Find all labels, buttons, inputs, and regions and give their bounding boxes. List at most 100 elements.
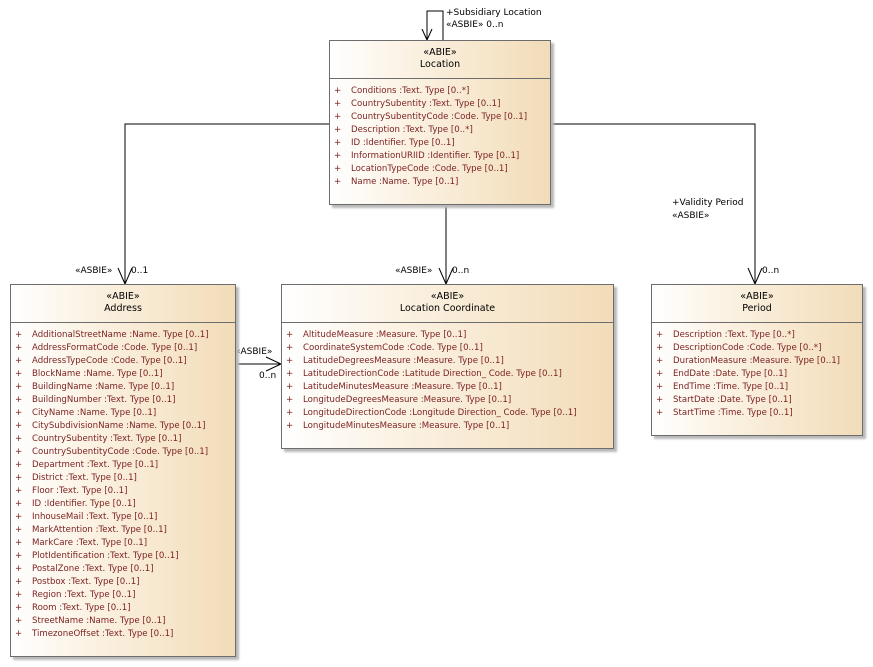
attribute-text: Postbox :Text. Type [0..1]: [32, 577, 140, 587]
class-attribute[interactable]: + LongitudeMinutesMeasure :Measure. Type …: [286, 420, 613, 433]
self-association-line[interactable]: [426, 10, 444, 40]
class-attribute[interactable]: +EndDate :Date. Type [0..1]: [656, 368, 862, 381]
visibility-marker: +: [286, 395, 294, 405]
class-attribute[interactable]: + CountrySubentity :Text. Type [0..1]: [334, 98, 550, 111]
class-location[interactable]: «ABIE» Location +Conditions :Text. Type …: [329, 40, 551, 205]
attribute-text: InformationURIID :Identifier. Type [0..1…: [351, 151, 520, 161]
class-attribute[interactable]: +LongitudeDegreesMeasure :Measure. Type …: [286, 394, 613, 407]
class-attribute[interactable]: +InhouseMail :Text. Type [0..1]: [15, 511, 235, 524]
class-attribute[interactable]: + MarkAttention :Text. Type [0..1]: [15, 524, 235, 537]
visibility-marker: +: [286, 356, 294, 366]
class-attribute[interactable]: +LatitudeDirectionCode :Latitude Directi…: [286, 368, 613, 381]
class-attribute[interactable]: +Name :Name. Type [0..1]: [334, 176, 550, 189]
class-attribute[interactable]: +AddressTypeCode :Code. Type [0..1]: [15, 355, 235, 368]
class-attribute[interactable]: +BlockName :Name. Type [0..1]: [15, 368, 235, 381]
attribute-text: LongitudeDirectionCode :Longitude Direct…: [303, 408, 577, 418]
class-attribute[interactable]: +DurationMeasure :Measure. Type [0..1]: [656, 355, 862, 368]
class-location-name: Location: [419, 59, 461, 70]
visibility-marker: +: [15, 564, 23, 574]
coordinate-association-multiplicity-label: 0..n: [452, 266, 470, 276]
class-address-attributes: +AdditionalStreetName :Name. Type [0..1]…: [11, 323, 235, 641]
attribute-text: AddressFormatCode :Code. Type [0..1]: [32, 343, 198, 353]
attribute-text: BuildingNumber :Text. Type [0..1]: [32, 395, 176, 405]
address-coordinate-multiplicity-label: 0..n: [259, 371, 277, 381]
class-attribute[interactable]: +LatitudeMinutesMeasure :Measure. Type […: [286, 381, 613, 394]
class-attribute[interactable]: +District :Text. Type [0..1]: [15, 472, 235, 485]
class-location-coordinate-header: «ABIE» Location Coordinate: [282, 285, 613, 323]
attribute-text: DescriptionCode :Code. Type [0..*]: [673, 343, 822, 353]
class-attribute[interactable]: +InformationURIID :Identifier. Type [0..…: [334, 150, 550, 163]
visibility-marker: +: [15, 421, 23, 431]
class-attribute[interactable]: + Room :Text. Type [0..1]: [15, 602, 235, 615]
class-attribute[interactable]: +CitySubdivisionName :Name. Type [0..1]: [15, 420, 235, 433]
class-attribute[interactable]: +EndTime :Time. Type [0..1]: [656, 381, 862, 394]
class-attribute[interactable]: +LocationTypeCode :Code. Type [0..1]: [334, 163, 550, 176]
class-attribute[interactable]: +BuildingName :Name. Type [0..1]: [15, 381, 235, 394]
class-attribute[interactable]: +Description :Text. Type [0..*]: [656, 329, 862, 342]
visibility-marker: +: [15, 551, 23, 561]
location-period-line[interactable]: [551, 123, 756, 284]
class-address-header: «ABIE» Address: [11, 285, 235, 323]
class-attribute[interactable]: +Conditions :Text. Type [0..*]: [334, 85, 550, 98]
visibility-marker: +: [15, 577, 23, 587]
class-location-header: «ABIE» Location: [330, 41, 550, 79]
class-attribute[interactable]: +Region :Text. Type [0..1]: [15, 589, 235, 602]
attribute-text: MarkAttention :Text. Type [0..1]: [32, 525, 167, 535]
class-attribute[interactable]: +AltitudeMeasure :Measure. Type [0..1]: [286, 329, 613, 342]
attribute-text: LatitudeMinutesMeasure :Measure. Type [0…: [303, 382, 502, 392]
attribute-text: CountrySubentityCode :Code. Type [0..1]: [351, 112, 528, 122]
class-attribute[interactable]: + Postbox :Text. Type [0..1]: [15, 576, 235, 589]
class-attribute[interactable]: + BuildingNumber :Text. Type [0..1]: [15, 394, 235, 407]
visibility-marker: +: [15, 603, 23, 613]
visibility-marker: +: [15, 395, 23, 405]
attribute-text: CountrySubentity :Text. Type [0..1]: [351, 99, 501, 109]
class-location-coordinate-name: Location Coordinate: [399, 303, 496, 314]
attribute-text: Room :Text. Type [0..1]: [32, 603, 131, 613]
class-attribute[interactable]: +CountrySubentity :Text. Type [0..1]: [15, 433, 235, 446]
class-period[interactable]: «ABIE» Period +Description :Text. Type […: [651, 284, 863, 436]
visibility-marker: +: [656, 330, 664, 340]
class-period-name: Period: [742, 303, 772, 314]
attribute-text: Description :Text. Type [0..*]: [351, 125, 473, 135]
class-attribute[interactable]: +TimezoneOffset :Text. Type [0..1]: [15, 628, 235, 641]
class-period-header: «ABIE» Period: [652, 285, 862, 323]
location-address-line[interactable]: [124, 123, 330, 284]
class-address[interactable]: «ABIE» Address +AdditionalStreetName :Na…: [10, 284, 236, 657]
class-attribute[interactable]: +CountrySubentityCode :Code. Type [0..1]: [15, 446, 235, 459]
visibility-marker: +: [15, 473, 23, 483]
visibility-marker: +: [286, 330, 294, 340]
class-attribute[interactable]: +AdditionalStreetName :Name. Type [0..1]: [15, 329, 235, 342]
visibility-marker: +: [15, 369, 23, 379]
visibility-marker: +: [334, 138, 342, 148]
class-attribute[interactable]: +Floor :Text. Type [0..1]: [15, 485, 235, 498]
class-attribute[interactable]: +LongitudeDirectionCode :Longitude Direc…: [286, 407, 613, 420]
class-attribute[interactable]: +PlotIdentification :Text. Type [0..1]: [15, 550, 235, 563]
attribute-text: LongitudeMinutesMeasure :Measure. Type […: [303, 421, 510, 431]
class-attribute[interactable]: +MarkCare :Text. Type [0..1]: [15, 537, 235, 550]
class-attribute[interactable]: +CityName :Name. Type [0..1]: [15, 407, 235, 420]
class-address-stereotype: «ABIE»: [106, 291, 140, 302]
class-attribute[interactable]: +LatitudeDegreesMeasure :Measure. Type […: [286, 355, 613, 368]
class-attribute[interactable]: +DescriptionCode :Code. Type [0..*]: [656, 342, 862, 355]
attribute-text: BuildingName :Name. Type [0..1]: [32, 382, 175, 392]
visibility-marker: +: [15, 512, 23, 522]
class-location-coordinate[interactable]: «ABIE» Location Coordinate +AltitudeMeas…: [281, 284, 614, 449]
class-attribute[interactable]: +AddressFormatCode :Code. Type [0..1]: [15, 342, 235, 355]
class-attribute[interactable]: +StartTime :Time. Type [0..1]: [656, 407, 862, 420]
class-attribute[interactable]: +ID :Identifier. Type [0..1]: [15, 498, 235, 511]
period-association-multiplicity-label: 0..n: [762, 266, 780, 276]
class-attribute[interactable]: +CountrySubentityCode :Code. Type [0..1]: [334, 111, 550, 124]
visibility-marker: +: [15, 525, 23, 535]
class-attribute[interactable]: +ID :Identifier. Type [0..1]: [334, 137, 550, 150]
class-location-attributes: +Conditions :Text. Type [0..*]+CountrySu…: [330, 79, 550, 189]
class-attribute[interactable]: +Description :Text. Type [0..*]: [334, 124, 550, 137]
attribute-text: AddressTypeCode :Code. Type [0..1]: [32, 356, 187, 366]
class-attribute[interactable]: +StartDate :Date. Type [0..1]: [656, 394, 862, 407]
visibility-marker: +: [286, 343, 294, 353]
class-attribute[interactable]: +PostalZone :Text. Type [0..1]: [15, 563, 235, 576]
class-attribute[interactable]: +CoordinateSystemCode :Code. Type [0..1]: [286, 342, 613, 355]
visibility-marker: +: [286, 421, 294, 431]
visibility-marker: +: [334, 99, 342, 109]
class-attribute[interactable]: +Department :Text. Type [0..1]: [15, 459, 235, 472]
class-attribute[interactable]: +StreetName :Name. Type [0..1]: [15, 615, 235, 628]
